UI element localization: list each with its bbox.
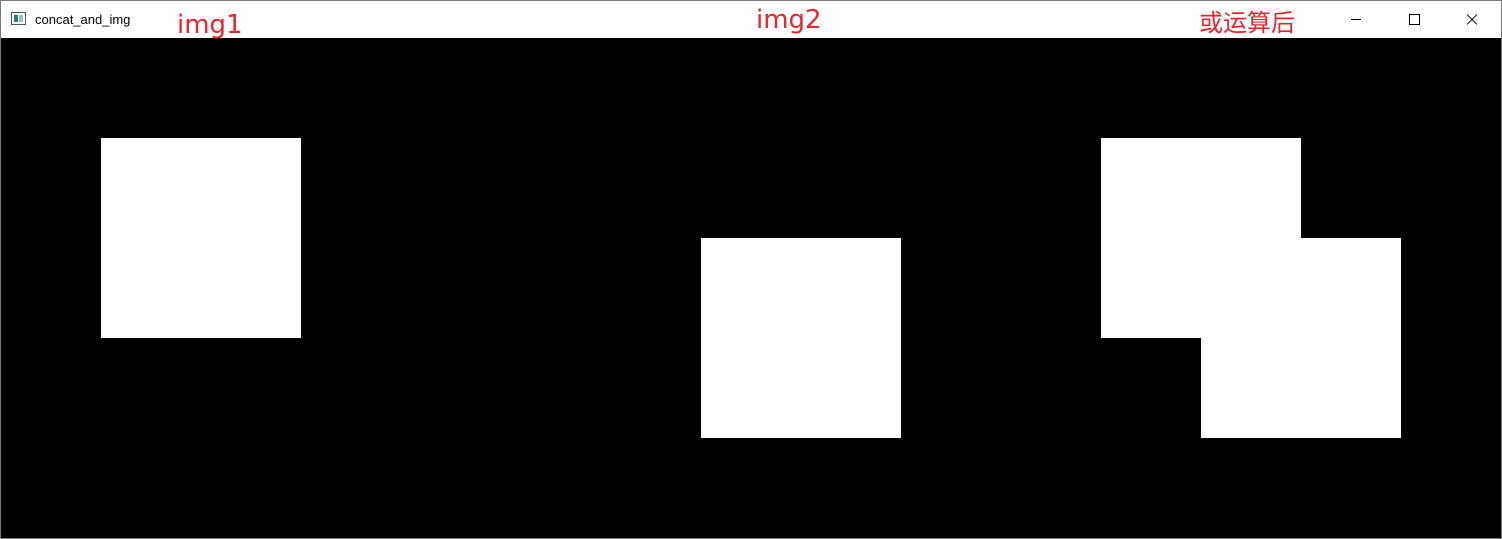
img2-white-square (701, 238, 901, 438)
close-icon (1466, 14, 1478, 26)
maximize-button[interactable] (1385, 1, 1443, 38)
or-result-square-lower (1201, 238, 1401, 438)
image-canvas (1, 38, 1501, 538)
app-window-icon (11, 12, 26, 25)
minimize-icon (1351, 19, 1361, 20)
img1-white-square (101, 138, 301, 338)
maximize-icon (1408, 14, 1420, 25)
minimize-button[interactable] (1327, 1, 1385, 38)
label-img1: img1 (177, 10, 243, 40)
label-or-result: 或运算后 (1199, 9, 1295, 37)
label-img2: img2 (756, 5, 822, 35)
close-button[interactable] (1443, 1, 1501, 38)
window-title: concat_and_img (35, 12, 131, 27)
title-bar[interactable]: concat_and_img (1, 1, 1501, 38)
